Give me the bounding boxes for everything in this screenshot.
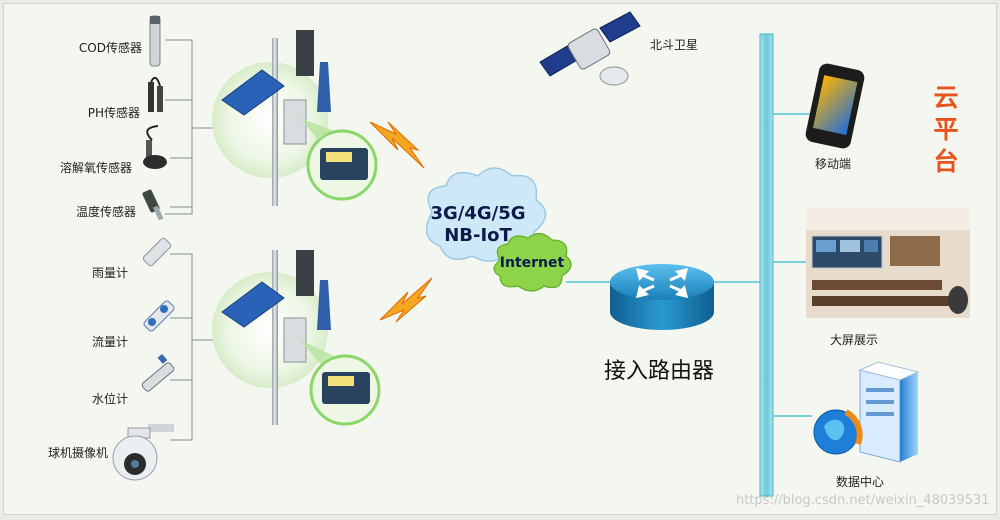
sensor-connector-lines <box>165 39 235 441</box>
sensor-label-ph: PH传感器 <box>88 105 140 120</box>
sensor-label-cod: COD传感器 <box>79 40 142 55</box>
control-room-icon <box>806 208 970 318</box>
network-protocols-line1: 3G/4G/5G <box>430 203 525 224</box>
radar-level-gauge-icon <box>317 280 331 330</box>
sensor-label-rain-gauge: 雨量计 <box>92 266 128 280</box>
sensor-label-dissolved-oxygen: 溶解氧传感器 <box>60 160 132 175</box>
wireless-signal-bolt-icon <box>369 121 425 169</box>
water-level-gauge-icon <box>141 353 175 392</box>
csdn-watermark: https://blog.csdn.net/weixin_48039531 <box>736 493 990 508</box>
network-protocols-line2: NB-IoT <box>444 225 512 246</box>
dome-camera-icon <box>112 424 174 481</box>
cloud-platform-title-char-2: 平 <box>933 115 958 144</box>
sensor-label-water-level: 水位计 <box>92 391 128 406</box>
solar-panel-icon <box>221 69 285 116</box>
wireless-signal-bolt-icon <box>379 277 433 323</box>
rain-gauge-icon <box>142 237 172 267</box>
router-label: 接入路由器 <box>604 359 714 384</box>
satellite-label: 北斗卫星 <box>650 38 698 52</box>
client-label-mobile: 移动端 <box>815 157 851 171</box>
station-pole <box>272 38 278 206</box>
internet-label: Internet <box>500 255 565 271</box>
client-label-data-center: 数据中心 <box>836 474 884 489</box>
sensor-label-dome-camera: 球机摄像机 <box>48 445 108 460</box>
cloud-platform-title-char-1: 云 <box>933 83 958 112</box>
station-pole <box>272 250 278 425</box>
radar-level-gauge-icon <box>317 62 331 112</box>
cod-sensor-icon <box>149 15 161 67</box>
bus-branch-lines <box>773 113 814 417</box>
sensor-label-temperature: 温度传感器 <box>76 204 136 219</box>
dissolved-oxygen-sensor-icon <box>143 125 167 169</box>
control-cabinet <box>283 317 307 363</box>
client-label-big-screen: 大屏展示 <box>830 333 878 347</box>
control-cabinet <box>283 99 307 145</box>
monitoring-station-bottom <box>212 250 381 426</box>
flow-meter-icon <box>143 300 175 332</box>
weather-sensor-box <box>296 250 314 296</box>
cloud-platform-title-char-3: 台 <box>933 147 958 176</box>
network-bus-bar <box>759 33 774 497</box>
weather-sensor-box <box>296 30 314 76</box>
temperature-sensor-icon <box>142 189 164 221</box>
sensor-label-flow-meter: 流量计 <box>92 335 128 349</box>
internet-cloud-icon <box>493 232 572 292</box>
smartphone-icon <box>805 63 865 149</box>
beidou-satellite-icon <box>539 11 641 86</box>
data-center-server-icon <box>813 361 920 463</box>
solar-panel-icon <box>221 281 285 328</box>
monitoring-station-top <box>212 30 378 206</box>
ph-sensor-icon <box>148 76 163 112</box>
access-router-icon <box>610 264 714 330</box>
